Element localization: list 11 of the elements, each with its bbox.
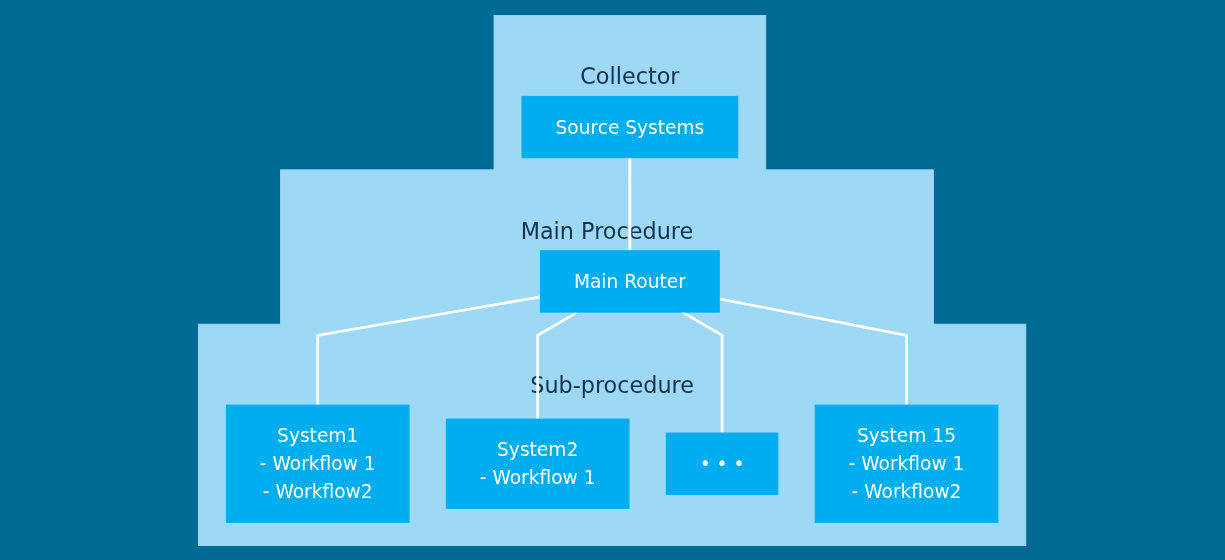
connector <box>536 310 579 419</box>
node-box: • • • <box>666 432 779 495</box>
node-box: System1 - Workflow 1 - Workflow2 <box>226 404 410 523</box>
node-box: System2 - Workflow 1 <box>446 418 630 509</box>
node-box: Main Router <box>540 249 721 313</box>
connector <box>628 157 632 251</box>
node-box: System 15 - Workflow 1 - Workflow2 <box>815 404 999 523</box>
node-box: Source Systems <box>521 95 739 158</box>
connector <box>682 310 724 433</box>
connector <box>719 297 909 405</box>
connector <box>316 295 542 405</box>
